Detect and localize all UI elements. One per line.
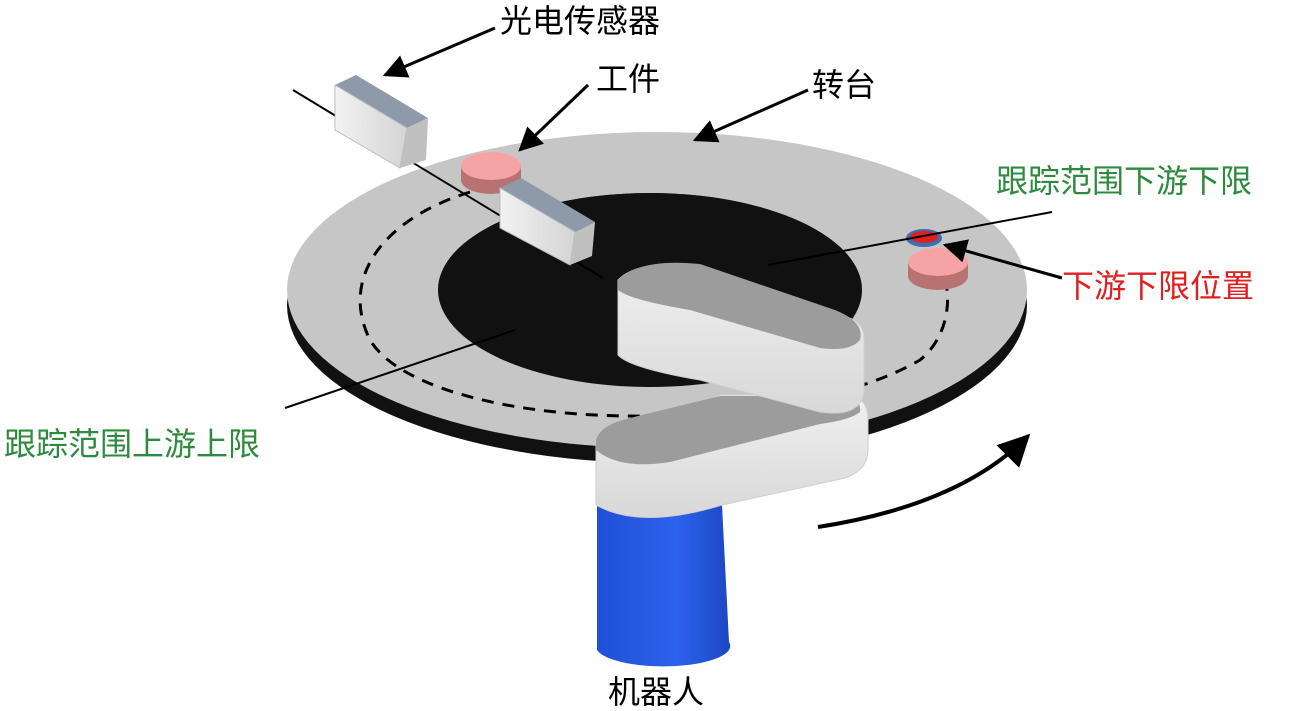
downstream-limit-position-label: 下游下限位置 <box>1062 267 1254 305</box>
track-upstream-limit-label: 跟踪范围上游上限 <box>4 425 260 463</box>
robot-lower-arm-top <box>596 396 861 465</box>
turntable-label: 转台 <box>812 66 876 104</box>
robot-upper-arm-top <box>618 262 861 349</box>
robot-label: 机器人 <box>608 673 704 711</box>
tracking-path <box>358 190 949 418</box>
turntable-arrow <box>692 88 809 143</box>
rotation-arrow-icon <box>817 433 1031 529</box>
photo-sensor-front <box>499 178 595 266</box>
downstream-position-arrow <box>942 239 1063 280</box>
robot-base <box>597 505 731 667</box>
workpiece-label: 工件 <box>596 60 660 98</box>
workpiece-arrow <box>518 83 590 152</box>
workpiece-downstream <box>908 248 968 290</box>
track-downstream-limit-label: 跟踪范围下游下限 <box>996 162 1252 200</box>
robot <box>595 262 869 667</box>
photo-sensor-label: 光电传感器 <box>500 2 660 40</box>
photo-sensor-arrow <box>382 26 496 78</box>
photo-sensor-back <box>334 75 428 169</box>
downstream-limit-line <box>767 211 1053 266</box>
upstream-limit-line <box>284 329 516 409</box>
